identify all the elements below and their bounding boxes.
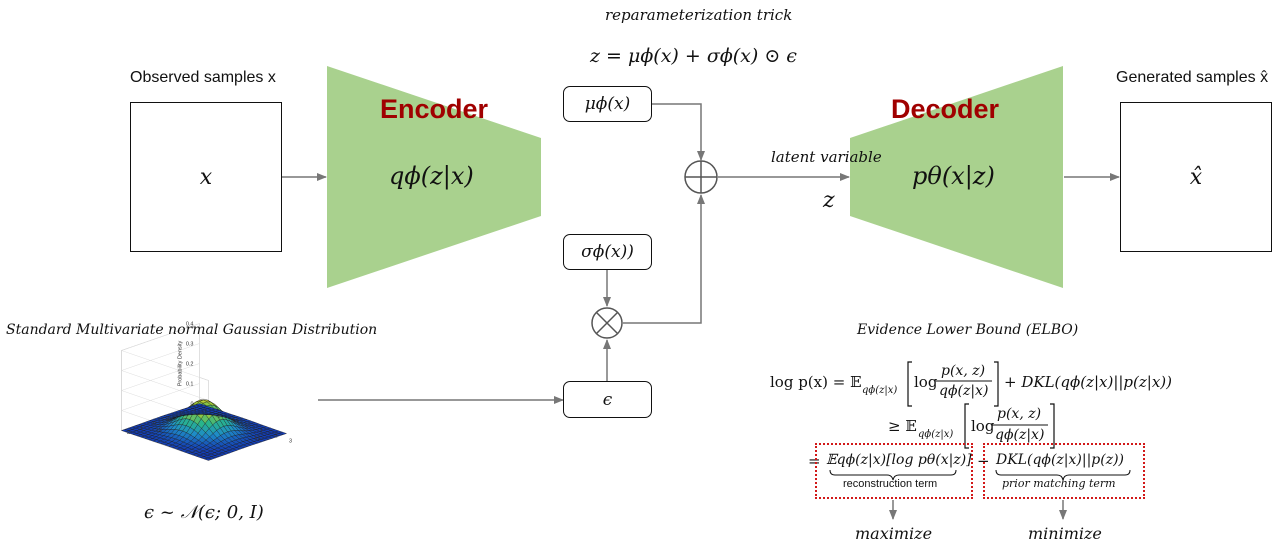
prior-formula: DKL(qϕ(z|x)||p(z))	[996, 452, 1125, 468]
elbo-brackets	[907, 361, 1055, 449]
gaussian-surface-plot: 0.40.30.20.10-3-2-10123210-1-2-3Probabil…	[120, 322, 292, 461]
decoder-formula: pθ(x|z)	[912, 162, 995, 190]
reconstruction-formula: 𝔼qϕ(z|x)[log pθ(x|z)]	[826, 452, 972, 468]
elbo-line1-num: p(x, z)	[941, 363, 986, 379]
reparam-equation: z = μϕ(x) + σϕ(x) ⊙ ϵ	[590, 45, 797, 67]
elbo-line1-rest: + DKL(qϕ(z|x)||p(z|x))	[1004, 373, 1173, 391]
encoder-shape	[327, 66, 541, 288]
x1-tick-label: -3	[201, 409, 206, 415]
x1-tick-label: 0	[245, 424, 248, 430]
encoder-title: Encoder	[380, 94, 489, 124]
sigma-box: σϕ(x))	[563, 234, 652, 270]
decoder-shape	[850, 66, 1063, 288]
encoder-formula: qϕ(z|x)	[389, 162, 474, 190]
z-tick-label: 0.1	[186, 382, 194, 388]
x2-axis-label: x2	[156, 427, 162, 433]
x1-tick-label: 3	[289, 439, 292, 445]
observed-box: x	[130, 102, 282, 252]
multiply-operator-icon	[591, 307, 623, 339]
elbo-line2-den: qϕ(z|x)	[995, 427, 1045, 443]
elbo-line1-log: log	[914, 373, 938, 391]
z-tick-label: 0	[190, 402, 193, 408]
grid-line	[120, 343, 209, 401]
z-tick-label: 0.2	[186, 362, 194, 368]
observed-label: Observed samples x	[130, 69, 276, 86]
generated-label: Generated samples x̂	[1116, 69, 1269, 86]
prior-label: prior matching term	[1002, 477, 1116, 490]
generated-box: x̂	[1120, 102, 1272, 252]
elbo-line1-den: qϕ(z|x)	[939, 383, 989, 399]
z-tick-label: 0.3	[186, 342, 194, 348]
elbo-line2-lhs: ≥ 𝔼	[888, 417, 917, 435]
surface-patch	[278, 431, 288, 435]
reconstruction-label: reconstruction term	[843, 478, 938, 490]
mu-box: μϕ(x)	[563, 86, 652, 122]
x2-tick-label: 1	[140, 426, 143, 432]
elbo-line2-log: log	[971, 417, 995, 435]
elbo-line1-lhs: log p(x) = 𝔼	[770, 373, 862, 391]
x1-tick-label: -1	[230, 419, 235, 425]
x2-tick-label: 0	[153, 421, 156, 427]
elbo-line1-sub: qϕ(z|x)	[862, 385, 898, 396]
x2-tick-label: -1	[165, 417, 170, 423]
gaussian-equation: ϵ ~ 𝒩(ϵ; 0, I)	[144, 502, 264, 523]
maximize-label: maximize	[855, 524, 933, 543]
decoder-title: Decoder	[891, 94, 1000, 124]
plus-operator-icon	[684, 160, 718, 194]
reparam-title: reparameterization trick	[605, 6, 793, 24]
underbraces	[829, 469, 1131, 481]
arrow-times-to-plus	[623, 194, 705, 324]
elbo-line3-eq: =	[808, 452, 821, 470]
grid-line	[120, 323, 209, 381]
elbo-line2-num: p(x, z)	[997, 406, 1042, 422]
x2-tick-label: -2	[178, 412, 183, 418]
z-tick-label: 0.4	[186, 322, 194, 328]
x1-tick-label: 2	[274, 434, 277, 440]
z-axis-label: Probability Density	[178, 340, 184, 386]
epsilon-box: ϵ	[563, 381, 652, 418]
reconstruction-term-box	[815, 443, 973, 499]
elbo-title: Evidence Lower Bound (ELBO)	[857, 322, 1079, 338]
latent-label: latent variable	[771, 148, 882, 166]
x2-tick-label: -3	[191, 408, 196, 414]
observed-symbol: x	[199, 164, 213, 190]
x2-tick-label: 2	[127, 430, 130, 436]
generated-symbol: x̂	[1189, 164, 1203, 190]
prior-term-box	[983, 443, 1145, 499]
latent-symbol: z	[823, 188, 835, 213]
minimize-label: minimize	[1028, 524, 1102, 543]
x1-tick-label: -2	[216, 414, 221, 420]
x1-axis-label: x1	[255, 436, 261, 442]
gaussian-title: Standard Multivariate normal Gaussian Di…	[6, 322, 378, 338]
arrow-mu-to-plus	[652, 103, 705, 161]
elbo-line2-sub: qϕ(z|x)	[918, 429, 954, 440]
x1-tick-label: 1	[260, 429, 263, 435]
